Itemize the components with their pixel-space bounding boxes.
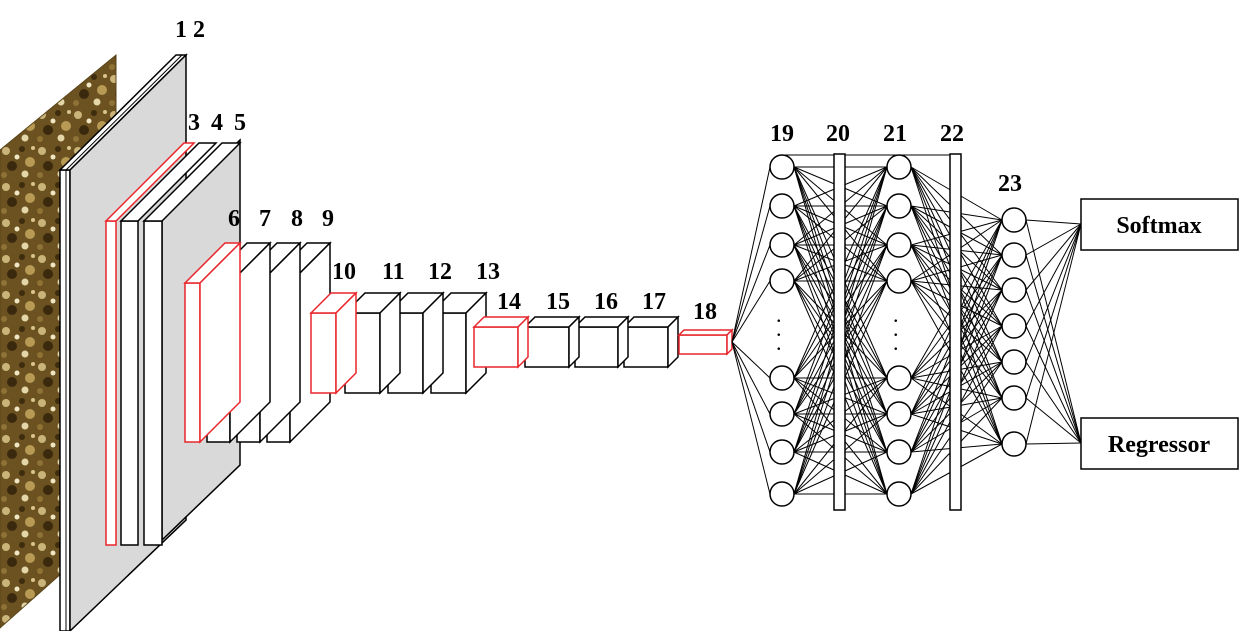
layer-label-15: 15 — [546, 289, 570, 315]
layer-label-14: 14 — [497, 289, 521, 315]
layer-19-ellipsis: . — [776, 316, 782, 341]
neuron-layer-21 — [886, 232, 912, 258]
connection-18-19 — [731, 341, 771, 495]
neuron-layer-21 — [886, 401, 912, 427]
neuron-layer-19 — [769, 439, 795, 465]
layer-label-7: 7 — [259, 206, 271, 232]
connection-18-19 — [731, 341, 771, 379]
layer-label-19: 19 — [770, 121, 794, 147]
layer-10-13-blocks — [309, 291, 488, 395]
layer-21-ellipsis: . — [893, 330, 899, 355]
layer-22-bar — [949, 153, 962, 511]
layer-label-5: 5 — [234, 110, 246, 136]
layer-6-9-blocks — [183, 241, 332, 444]
layer-19-ellipsis: . — [776, 330, 782, 355]
fc-dropout-bars — [833, 153, 962, 511]
layer-label-20: 20 — [826, 121, 850, 147]
connection-18-19 — [731, 341, 771, 453]
connection-23-output — [1025, 219, 1082, 444]
neuron-layer-19 — [769, 268, 795, 294]
connection-23-output — [1025, 223, 1082, 399]
connection-18-19 — [731, 244, 771, 343]
softmax-label: Softmax — [1116, 213, 1201, 239]
neuron-layer-19 — [769, 193, 795, 219]
connection-18-19 — [731, 280, 771, 343]
layer-21-ellipsis: . — [893, 316, 899, 341]
layer-label-8: 8 — [291, 206, 303, 232]
neuron-layer-21 — [886, 439, 912, 465]
layer-label-1-2: 1 2 — [175, 17, 205, 43]
softmax-box — [1080, 198, 1239, 251]
layer-label-17: 17 — [642, 289, 666, 315]
neuron-layer-19 — [769, 481, 795, 507]
neuron-layer-19 — [769, 232, 795, 258]
connection-23-output — [1025, 289, 1082, 444]
layer-14-17-blocks — [472, 315, 680, 369]
neuron-layer-23 — [1001, 349, 1027, 375]
connection-23-output — [1025, 223, 1082, 291]
connection-18-19 — [731, 205, 771, 343]
connection-23-output — [1025, 223, 1082, 256]
layer-label-23: 23 — [998, 171, 1022, 197]
layer-labels: 1 2 3 4 5 6 7 8 9 10 11 12 13 14 15 16 1… — [175, 17, 1022, 325]
layer-label-6: 6 — [228, 206, 240, 232]
neuron-layer-19 — [769, 365, 795, 391]
fc-neurons — [769, 154, 1027, 507]
layer-label-10: 10 — [332, 259, 356, 285]
layer-label-22: 22 — [940, 121, 964, 147]
neuron-layer-23 — [1001, 242, 1027, 268]
neuron-layer-21 — [886, 268, 912, 294]
neuron-layer-23 — [1001, 277, 1027, 303]
layer-label-16: 16 — [594, 289, 618, 315]
connection-23-output — [1025, 223, 1082, 445]
connection-18-19 — [731, 166, 771, 343]
neuron-layer-23 — [1001, 431, 1027, 457]
neuron-layer-19 — [769, 401, 795, 427]
connection-23-output — [1025, 223, 1082, 363]
regressor-box — [1080, 417, 1239, 470]
layer-label-13: 13 — [476, 259, 500, 285]
layer-label-18: 18 — [693, 299, 717, 325]
neuron-layer-23 — [1001, 313, 1027, 339]
connection-23-output — [1025, 254, 1082, 444]
connection-23-output — [1025, 223, 1082, 327]
neuron-layer-23 — [1001, 385, 1027, 411]
neuron-layer-23 — [1001, 207, 1027, 233]
neuron-layer-21 — [886, 481, 912, 507]
connection-23-output — [1025, 325, 1082, 444]
layer-21-ellipsis: . — [893, 302, 899, 327]
regressor-label: Regressor — [1108, 432, 1211, 458]
layer-label-9: 9 — [322, 206, 334, 232]
connection-23-output — [1025, 219, 1082, 225]
layer-label-12: 12 — [428, 259, 452, 285]
layer-label-3: 3 — [188, 110, 200, 136]
connection-23-output — [1025, 361, 1082, 444]
layer-20-bar — [833, 153, 846, 511]
layer-19-ellipsis: . — [776, 302, 782, 327]
connection-18-19 — [731, 341, 771, 415]
neuron-layer-21 — [886, 193, 912, 219]
layer-18-block — [677, 328, 734, 356]
neuron-layer-19 — [769, 154, 795, 180]
layer-label-11: 11 — [382, 259, 405, 285]
connection-23-output — [1025, 442, 1082, 445]
neuron-layer-21 — [886, 365, 912, 391]
layer-label-4: 4 — [211, 110, 223, 136]
neuron-layer-21 — [886, 154, 912, 180]
layer-label-21: 21 — [883, 121, 907, 147]
